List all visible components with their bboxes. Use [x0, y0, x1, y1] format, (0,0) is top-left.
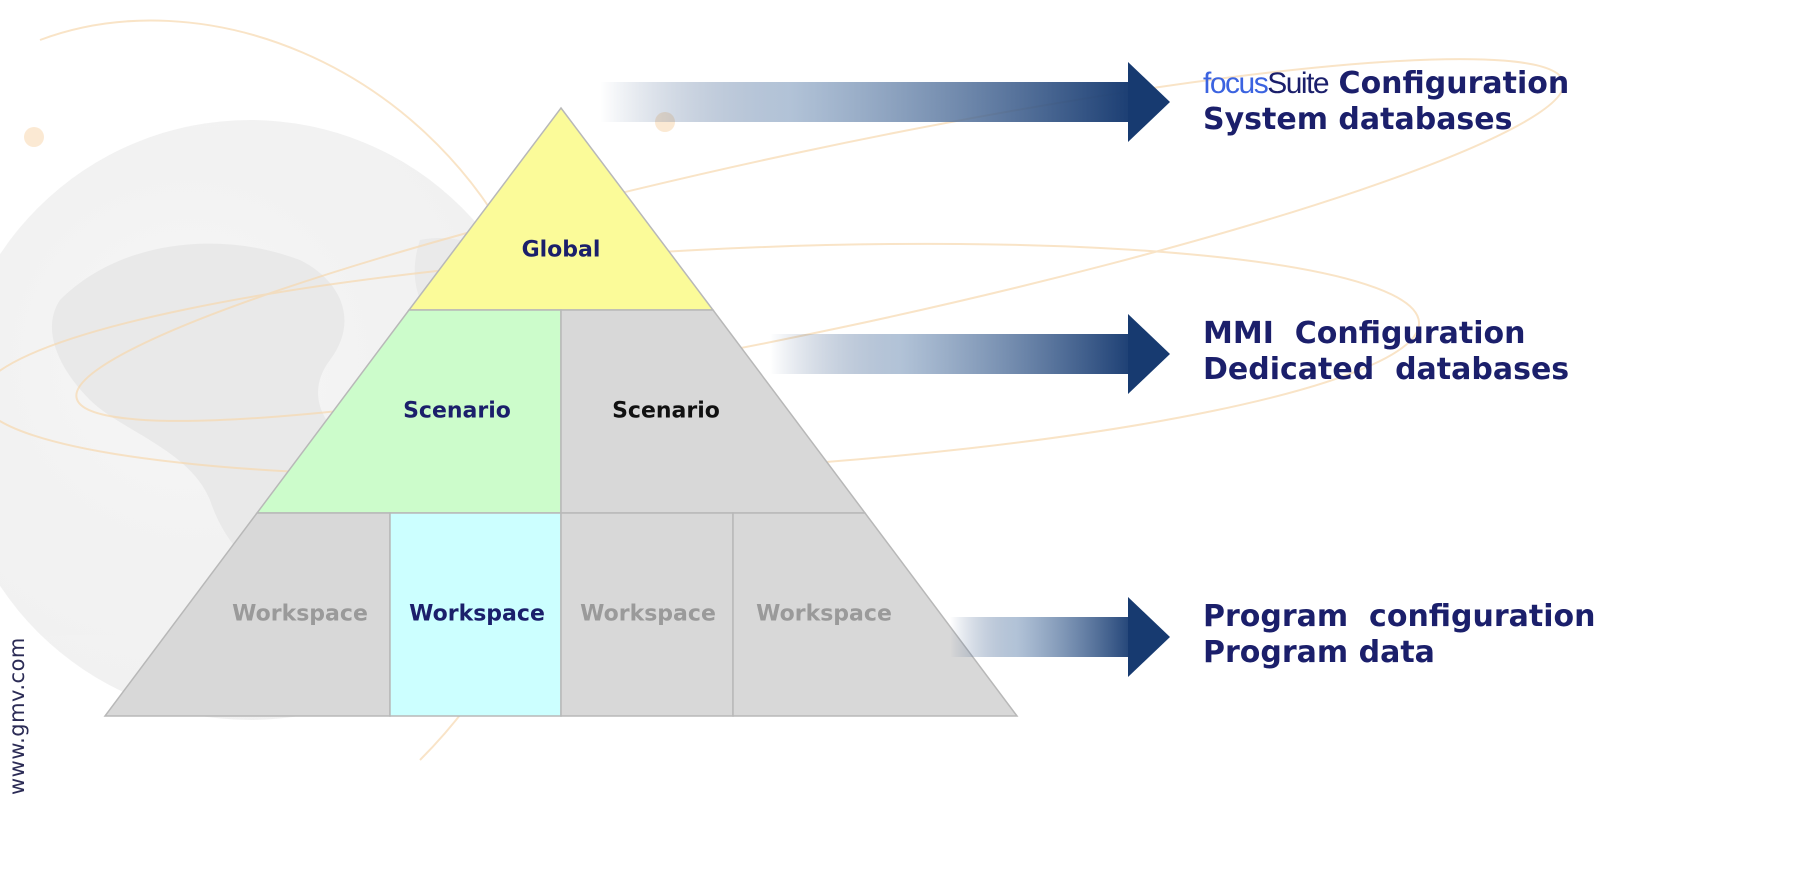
workspace-label: Workspace: [232, 601, 368, 627]
pyramid-workspace-section: [732, 512, 1019, 717]
site-url: www.gmv.com: [5, 637, 29, 795]
level-text-global: focusSuite Configuration System database…: [1203, 66, 1569, 138]
level-text-workspace: Program configuration Program data: [1203, 599, 1596, 671]
focus-wordmark: focus: [1203, 67, 1269, 100]
workspace-label: Workspace: [756, 601, 892, 627]
suite-wordmark: Suite: [1267, 67, 1329, 100]
arrow-workspace: [950, 597, 1170, 677]
scenario-label: Scenario: [612, 398, 720, 424]
arrow-global: [600, 62, 1170, 142]
workspace-label: Workspace: [580, 601, 716, 627]
level-line1: MMI Configuration: [1203, 316, 1526, 351]
level-line2: Dedicated databases: [1203, 352, 1570, 387]
orbit-dot: [24, 127, 44, 147]
arrow-scenario: [770, 314, 1170, 394]
level-line2: System databases: [1203, 102, 1513, 137]
level-line2: Program data: [1203, 635, 1435, 670]
workspace-label-active: Workspace: [409, 601, 545, 627]
global-label: Global: [521, 237, 601, 263]
level-line1: Program configuration: [1203, 599, 1596, 634]
level-text-scenario: MMI Configuration Dedicated databases: [1203, 316, 1569, 388]
scenario-label-active: Scenario: [403, 398, 511, 424]
level-line1: Configuration: [1328, 66, 1570, 101]
pyramid: [103, 106, 1019, 717]
